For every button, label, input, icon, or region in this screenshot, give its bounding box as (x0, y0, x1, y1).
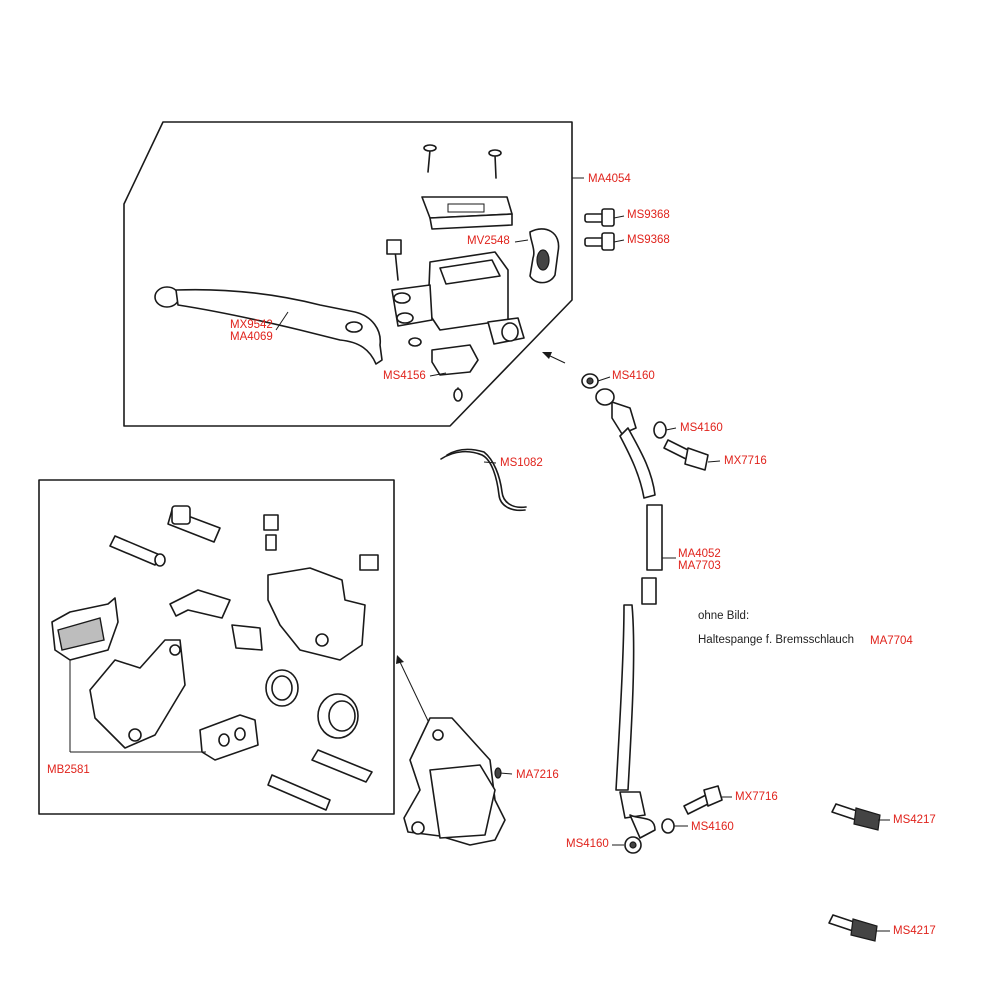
caliper-body-inner (267, 567, 366, 661)
label-ms4160-bottom-right: MS4160 (691, 821, 734, 833)
hose-clip-wire (440, 448, 527, 512)
label-ms4160-bottom-left: MS4160 (566, 838, 609, 850)
pad-retainer (231, 624, 263, 651)
caliper-bracket (89, 639, 186, 749)
note-title: ohne Bild: (698, 610, 750, 622)
label-ma7703: MA7703 (678, 560, 721, 572)
brake-pad-right (199, 714, 259, 761)
pad-spring (169, 589, 231, 619)
label-ma4052: MA4052 (678, 548, 721, 560)
master-cylinder-body (386, 239, 525, 347)
label-ms4217-lower: MS4217 (893, 925, 936, 937)
slide-pin-long (109, 535, 166, 567)
slide-pin-short (311, 749, 373, 783)
mirror-clamp (529, 228, 560, 284)
label-ms4160-mid: MS4160 (680, 422, 723, 434)
reservoir-cover (421, 196, 513, 230)
label-mx9542: MX9542 (230, 319, 273, 331)
caliper-piston (317, 693, 359, 739)
label-ms4217-upper: MS4217 (893, 814, 936, 826)
caliper-mount-bolt-upper (831, 803, 881, 831)
label-ms4156: MS4156 (383, 370, 426, 382)
label-ma7704: MA7704 (870, 635, 913, 647)
banjo-washer-lower-left (624, 836, 642, 854)
slide-bolt-top (167, 505, 221, 543)
reservoir-cover-screw-right (488, 149, 502, 179)
banjo-bolt-upper (663, 439, 709, 471)
label-ms1082: MS1082 (500, 457, 543, 469)
caliper-mount-bolt-lower (828, 914, 878, 942)
piston-seal (265, 669, 299, 707)
hose-to-master-arrow (542, 352, 566, 364)
clamp-bolt-lower (584, 232, 615, 251)
brake-caliper-assembly (403, 717, 506, 846)
label-ma4054: MA4054 (588, 173, 631, 185)
caliper-to-box-arrow (396, 655, 431, 726)
bleed-valve (263, 514, 279, 551)
banjo-bolt-lower (683, 785, 723, 815)
brake-pad-left (51, 597, 119, 661)
banjo-washer-upper (653, 421, 667, 439)
brake-light-switch (431, 344, 479, 402)
label-ms4160-top: MS4160 (612, 370, 655, 382)
note-item: Haltespange f. Bremsschlauch (698, 634, 854, 646)
reservoir-cover-screw-left (423, 144, 437, 173)
brake-pad-leader (69, 660, 206, 753)
clamp-bolt-upper (584, 208, 615, 227)
label-mv2548: MV2548 (467, 235, 510, 247)
label-ma4069: MA4069 (230, 331, 273, 343)
master-cylinder-group-box (123, 121, 573, 427)
brake-hose (581, 373, 663, 839)
label-ma7216: MA7216 (516, 769, 559, 781)
bleed-cap (359, 554, 379, 571)
caliper-parts-group-box (38, 479, 395, 815)
brake-lever (154, 286, 383, 365)
banjo-washer-lower-right (661, 818, 675, 834)
label-ms9368-upper: MS9368 (627, 209, 670, 221)
label-ms9368-lower: MS9368 (627, 234, 670, 246)
label-mx7716-bottom: MX7716 (735, 791, 778, 803)
label-mx7716-top: MX7716 (724, 455, 767, 467)
label-mb2581: MB2581 (47, 764, 90, 776)
slide-pin-bottom (267, 774, 331, 811)
